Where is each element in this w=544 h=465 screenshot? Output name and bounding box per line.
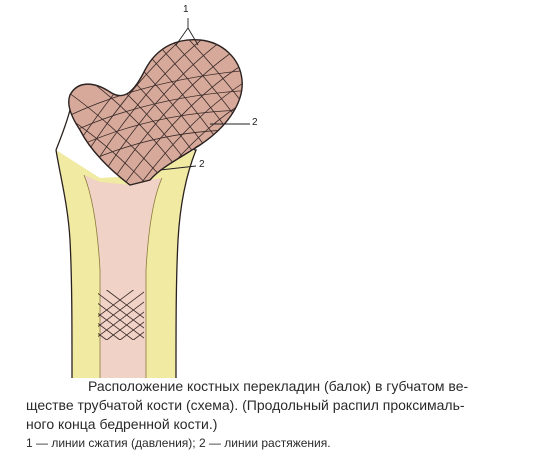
leader-line-2-lower <box>159 165 197 171</box>
caption-line-3: ного конца бедренной кости.) <box>26 416 218 432</box>
lateral-outline <box>55 109 71 151</box>
femur-diagram: 1 2 2 <box>55 4 258 379</box>
caption-line-1: Расположение костных перекладин (балок) … <box>88 378 469 394</box>
callout-label-2-upper: 2 <box>252 117 258 128</box>
caption-line-2: ществе трубчатой кости (схема). (Продоль… <box>26 397 465 413</box>
femur-section-illustration <box>55 18 250 379</box>
callout-label-1: 1 <box>183 4 189 15</box>
callout-label-2-lower: 2 <box>199 159 205 170</box>
caption-legend: 1 — линии сжатия (давления); 2 — линии р… <box>26 436 331 450</box>
shaft-outline-right <box>175 144 201 379</box>
figure-caption: Расположение костных перекладин (балок) … <box>0 372 544 465</box>
cavity-edge-right <box>145 177 163 378</box>
shaft-outline-left <box>55 149 73 379</box>
femoral-head <box>68 38 243 186</box>
cavity-edge-left <box>83 174 101 378</box>
leader-line-1 <box>175 18 199 46</box>
lower-trabecula-mesh <box>98 290 144 340</box>
